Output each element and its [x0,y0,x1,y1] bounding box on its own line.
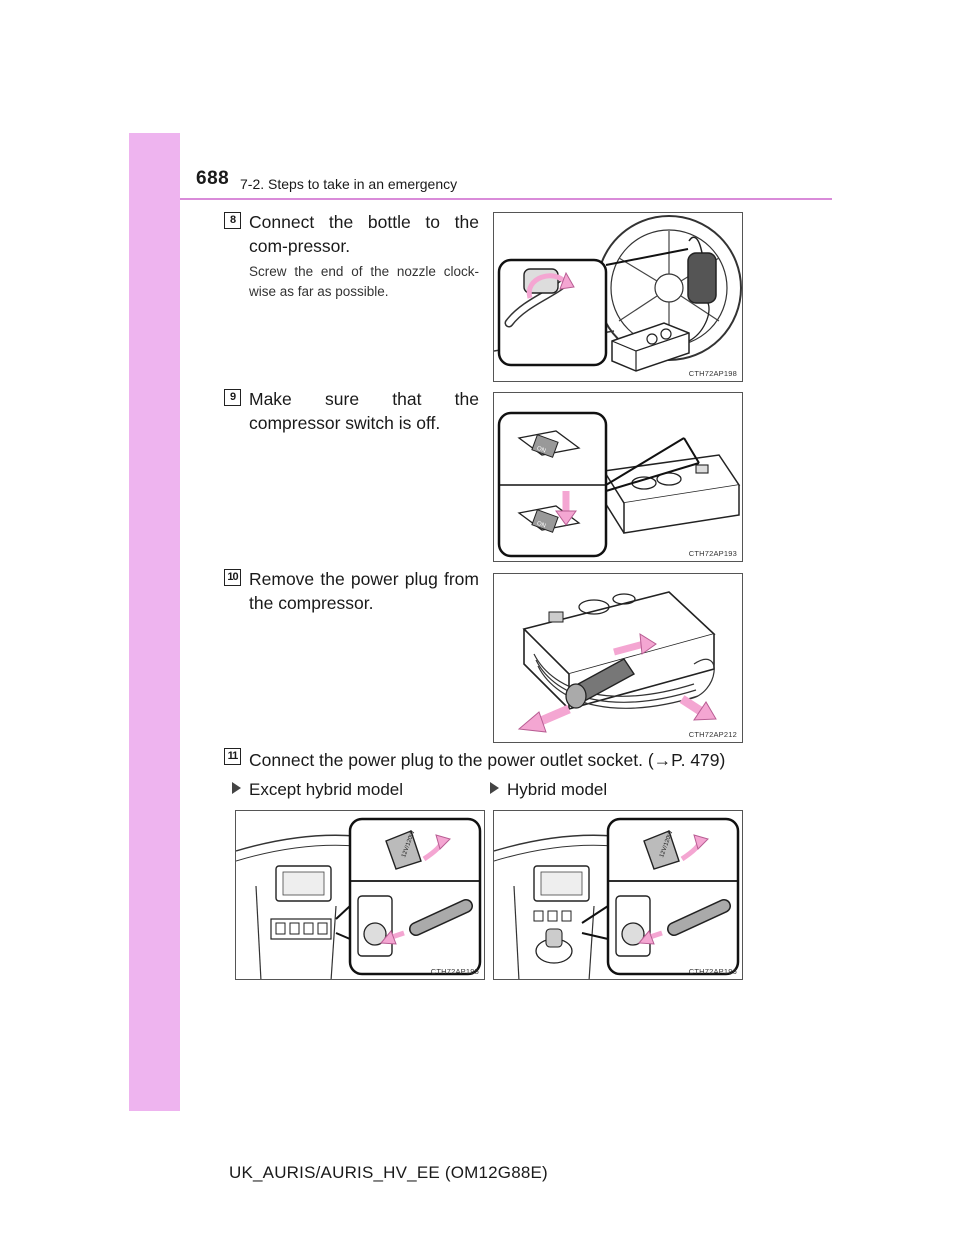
illustration-bottle-compressor [494,215,742,372]
figure-socket-except-hybrid: 12V/120W CTH72AP195 [235,810,485,980]
illustration-dashboard-socket-hybrid: 12V/120W [494,817,740,979]
variant-label-text: Except hybrid model [249,780,404,799]
variant-label-except-hybrid: Except hybrid model [232,780,403,800]
switch-label-on-top: ON [536,446,547,455]
figure-code: CTH72AP198 [688,369,737,378]
figure-switch-off: ON ON CTH72AP193 [493,392,743,562]
side-tab [129,133,180,1111]
figure-code: CTH72AP195 [430,967,479,976]
step-8-note: Screw the end of the nozzle clock-wise a… [249,264,479,299]
step-8-text: Connect the bottle to the com-pressor. [249,212,479,256]
figure-code: CTH72AP212 [688,730,737,739]
variant-label-hybrid: Hybrid model [490,780,607,800]
step-11-text: Connect the power plug to the power outl… [249,750,726,770]
step-number-11: 11 [224,748,241,765]
figure-remove-plug: CTH72AP212 [493,573,743,743]
step-number-8: 8 [224,212,241,229]
page-number: 688 [196,168,230,189]
figure-code: CTH72AP196 [688,967,737,976]
illustration-remove-power-plug [517,591,717,733]
figure-code: CTH72AP193 [688,549,737,558]
figure-socket-hybrid: 12V/120W CTH72AP196 [493,810,743,980]
footer-model-code: UK_AURIS/AURIS_HV_EE (OM12G88E) [229,1163,548,1182]
triangle-bullet-icon [232,782,241,794]
triangle-bullet-icon [490,782,499,794]
variant-label-text: Hybrid model [507,780,608,799]
step-10-text: Remove the power plug from the compresso… [249,569,479,613]
step-9-text: Make sure that the compressor switch is … [249,389,479,433]
header-divider [180,198,832,200]
illustration-compressor-switch: ON ON [497,411,741,558]
section-title: 7-2. Steps to take in an emergency [240,176,458,192]
step-number-9: 9 [224,389,241,406]
figure-connect-bottle: CTH72AP198 [493,212,743,382]
step-number-10: 10 [224,569,241,586]
illustration-dashboard-socket: 12V/120W [236,817,482,979]
switch-label-on-bottom: ON [536,521,547,530]
